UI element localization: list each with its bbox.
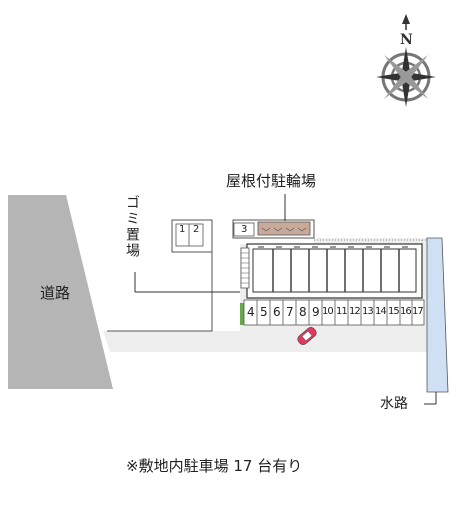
parking-number: 7 bbox=[286, 305, 294, 319]
parking-number: 14 bbox=[375, 306, 387, 317]
parking-number: 4 bbox=[247, 305, 255, 319]
building-stairs-steps bbox=[241, 252, 249, 284]
parking-number: 3 bbox=[241, 224, 248, 235]
compass-north-label: N bbox=[400, 32, 413, 48]
parking-slot-3 bbox=[233, 222, 255, 237]
parking-row-dividers bbox=[256, 300, 413, 325]
garbage-area-label: ゴミ置場 bbox=[124, 195, 140, 259]
parking-number: 5 bbox=[260, 305, 268, 319]
waterway bbox=[426, 237, 449, 393]
parking-number: 2 bbox=[193, 224, 200, 235]
parking-row bbox=[243, 299, 425, 326]
parked-car-icon bbox=[297, 326, 317, 346]
bicycle-parking-label: 屋根付駐輪場 bbox=[226, 172, 317, 190]
building-unit-row bbox=[252, 248, 417, 293]
parking-number: 12 bbox=[349, 306, 361, 317]
parking-number: 8 bbox=[299, 305, 307, 319]
parking-slot-1-2 bbox=[175, 223, 204, 247]
parking-number: 17 bbox=[412, 306, 424, 317]
bike-shelter-hatch bbox=[261, 227, 307, 232]
parking-number: 1 bbox=[179, 224, 186, 235]
parking-number: 9 bbox=[312, 305, 320, 319]
building-unit-dividers bbox=[272, 249, 400, 292]
north-compass-icon bbox=[376, 14, 436, 107]
road-area bbox=[8, 195, 113, 389]
bike-shelter-roof bbox=[257, 221, 311, 236]
access-lane-outline bbox=[107, 252, 213, 332]
parking-number: 11 bbox=[336, 306, 348, 317]
parking-number: 16 bbox=[400, 306, 412, 317]
road-label: 道路 bbox=[40, 284, 71, 302]
parking-number: 13 bbox=[362, 306, 374, 317]
parking-number: 10 bbox=[322, 306, 334, 317]
parking-footnote: ※敷地内駐車場 17 台有り bbox=[126, 457, 303, 475]
parking-number: 6 bbox=[273, 305, 281, 319]
greenery-strip bbox=[240, 303, 244, 325]
parking-number: 15 bbox=[388, 306, 400, 317]
waterway-label: 水路 bbox=[380, 396, 408, 412]
